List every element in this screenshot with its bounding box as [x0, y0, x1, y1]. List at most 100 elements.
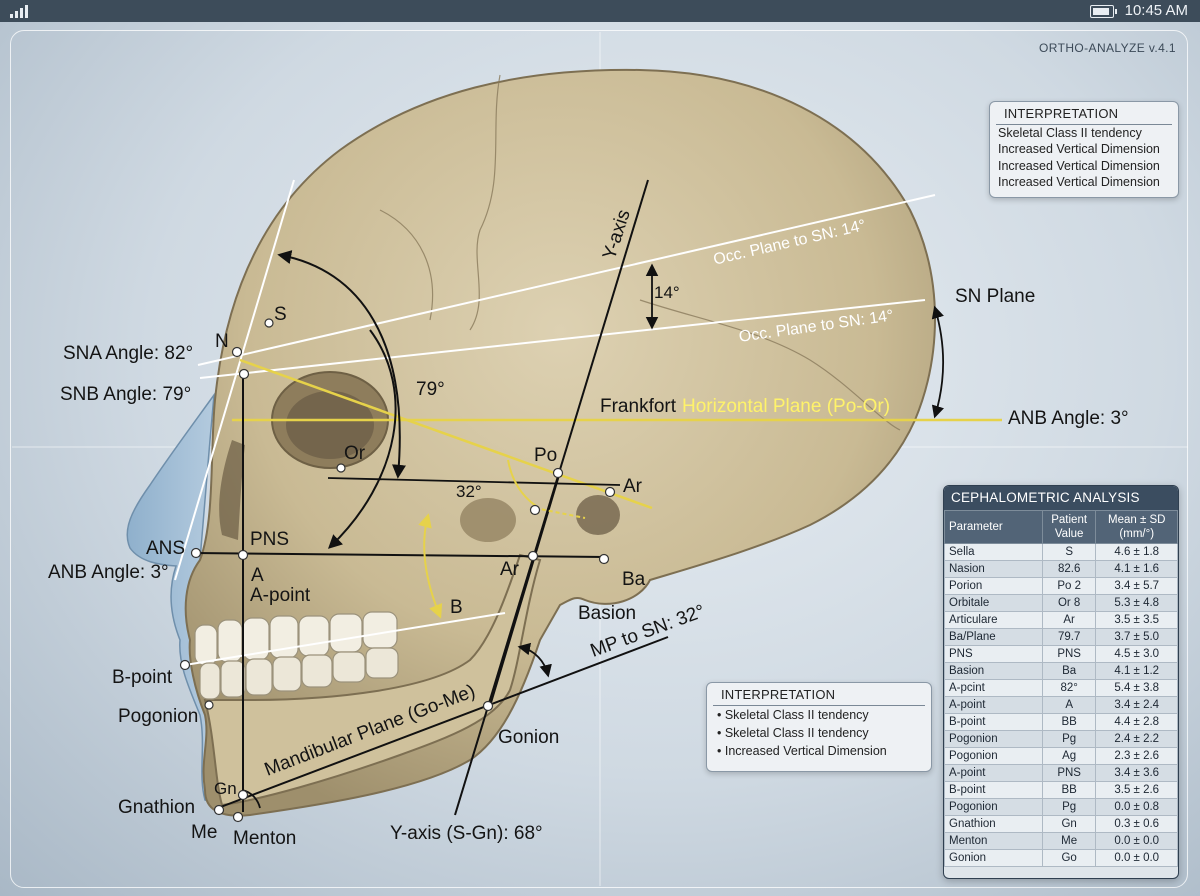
cell-patient-value: Ba: [1041, 662, 1097, 680]
interpretation-item: • Skeletal Class II tendency: [717, 708, 869, 722]
label-me: Me: [191, 822, 218, 843]
label-frankfort: Frankfort: [600, 396, 677, 417]
label-anb-right: ANB Angle: 3°: [1008, 408, 1129, 429]
cephalometric-analysis-panel: CEPHALOMETRIC ANALYSIS Parameter Patient…: [943, 485, 1179, 879]
column-header-mean-sd: Mean ± SD (mm/°): [1095, 510, 1178, 544]
cell-parameter: B-point: [944, 713, 1043, 731]
cell-patient-value: S: [1041, 543, 1097, 561]
cell-mean-sd: 5.4 ± 3.8: [1095, 679, 1178, 697]
point-gonion: [482, 700, 494, 712]
soft-tissue-profile: [126, 392, 223, 807]
viewport-frame: [10, 30, 1188, 888]
label-pogonion: Pogonion: [118, 706, 199, 727]
cell-parameter: Pogonion: [944, 798, 1043, 816]
cell-patient-value: Pg: [1041, 730, 1097, 748]
label-79-deg: 79°: [416, 379, 445, 400]
interpretation-item: Increased Vertical Dimension: [998, 175, 1160, 190]
status-time: 10:45 AM: [1124, 2, 1188, 19]
cell-patient-value: Po 2: [1041, 577, 1097, 595]
ramus-line: [489, 471, 561, 707]
label-ar-mid: Ar: [500, 559, 519, 580]
label-s: S: [274, 304, 287, 325]
label-or: Or: [344, 443, 366, 464]
cell-patient-value: Ar: [1041, 611, 1097, 629]
label-a-point: A-point: [250, 585, 311, 606]
cell-mean-sd: 2.3 ± 2.6: [1095, 747, 1178, 765]
interpretation-panel-top: INTERPRETATION Skeletal Class II tendenc…: [989, 101, 1179, 198]
cell-parameter: Ba/Plane: [944, 628, 1043, 646]
cell-mean-sd: 4.5 ± 3.0: [1095, 645, 1178, 663]
label-anb-left: ANB Angle: 3°: [48, 562, 169, 583]
cell-mean-sd: 3.4 ± 5.7: [1095, 577, 1178, 595]
ear-canal: [576, 495, 620, 535]
ar-dashed: [534, 507, 586, 519]
cell-mean-sd: 5.3 ± 4.8: [1095, 594, 1178, 612]
label-ba: Ba: [622, 569, 646, 590]
interpretation-item: • Skeletal Class II tendency: [717, 726, 869, 740]
cell-mean-sd: 3.4 ± 2.4: [1095, 696, 1178, 714]
point-me: [213, 804, 225, 816]
point-b: [179, 659, 191, 671]
interpretation-panel-bottom: INTERPRETATION • Skeletal Class II tende…: [706, 682, 932, 772]
cell-parameter: Porion: [944, 577, 1043, 595]
cell-parameter: A-point: [944, 696, 1043, 714]
column-header-patient-value: Patient Value: [1041, 510, 1097, 544]
label-basion: Basion: [578, 603, 637, 624]
label-gnathion: Gnathion: [118, 797, 196, 818]
cell-mean-sd: 3.5 ± 3.5: [1095, 611, 1178, 629]
label-14-deg: 14°: [654, 283, 680, 302]
interpretation-item: • Increased Vertical Dimension: [717, 744, 887, 758]
label-ar-right: Ar: [623, 476, 642, 497]
cell-patient-value: Me: [1041, 832, 1097, 850]
cell-parameter: PNS: [944, 645, 1043, 663]
label-n: N: [215, 331, 229, 352]
landmark-points: [179, 318, 616, 823]
cell-parameter: A-pcint: [944, 679, 1043, 697]
point-menton: [232, 811, 244, 823]
cell-mean-sd: 0.3 ± 0.6: [1095, 815, 1178, 833]
cell-patient-value: 79.7: [1041, 628, 1097, 646]
cell-mean-sd: 0.0 ± 0.0: [1095, 849, 1178, 867]
column-header-parameter: Parameter: [944, 510, 1043, 544]
battery-icon: [1090, 5, 1117, 18]
cell-patient-value: BB: [1041, 713, 1097, 731]
cell-parameter: Orbitale: [944, 594, 1043, 612]
cell-patient-value: A: [1041, 696, 1097, 714]
label-b-point: B-point: [112, 667, 173, 688]
mandibular-plane-line: [217, 636, 669, 809]
label-y-axis-full: Y-axis (S-Gn): 68°: [390, 823, 543, 844]
cell-patient-value: PNS: [1041, 764, 1097, 782]
point-pogonion: [204, 700, 214, 710]
label-gonion: Gonion: [498, 727, 560, 748]
signal-icon: [10, 5, 28, 18]
label-gn: Gn: [214, 779, 237, 798]
label-snb-angle: SNB Angle: 79°: [60, 384, 192, 405]
point-ans: [190, 547, 202, 559]
cell-patient-value: Ag: [1041, 747, 1097, 765]
lower-teeth: [199, 647, 399, 700]
status-bar: 10:45 AM: [0, 0, 1200, 22]
interpretation-item: Increased Vertical Dimension: [998, 142, 1160, 157]
cell-parameter: Menton: [944, 832, 1043, 850]
occlusal-plane-lower: [184, 612, 506, 666]
label-sn-plane: SN Plane: [955, 286, 1036, 307]
interpretation-item: Skeletal Class II tendency: [998, 126, 1142, 140]
cranial-sutures: [379, 74, 901, 431]
angle-arcs: [241, 250, 945, 809]
nasion-vertical: [174, 179, 295, 581]
cell-mean-sd: 4.6 ± 1.8: [1095, 543, 1178, 561]
ceph-table: Parameter Patient Value Mean ± SD (mm/°)…: [944, 510, 1178, 867]
point-or: [336, 463, 346, 473]
